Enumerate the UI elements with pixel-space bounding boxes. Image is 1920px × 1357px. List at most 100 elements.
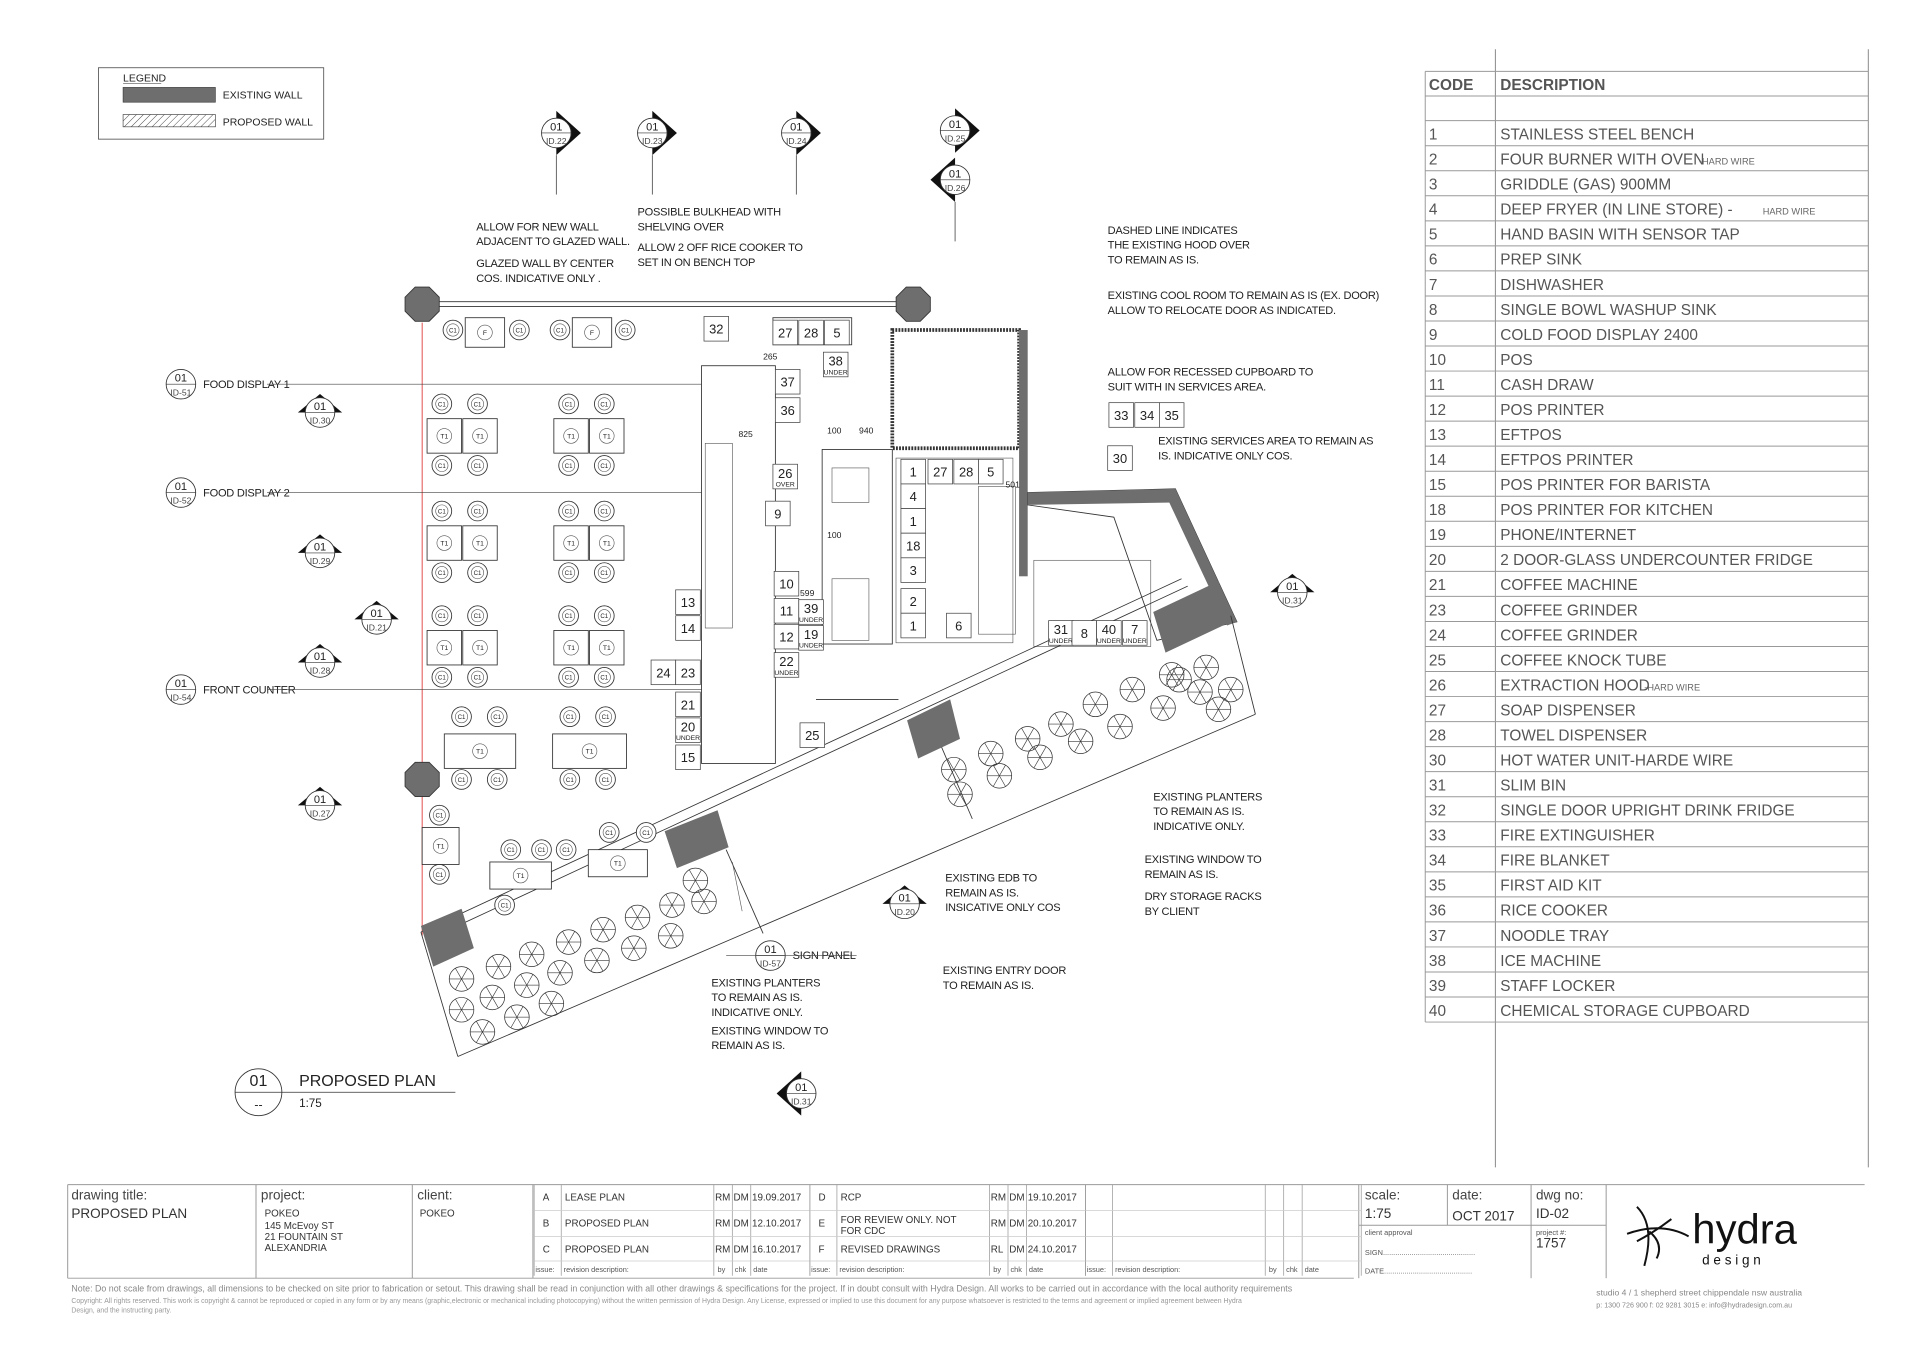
planter-plant: [479, 984, 505, 1011]
chair: C1: [486, 769, 508, 790]
chair: C1: [431, 605, 453, 626]
dimension-label: 599: [800, 588, 815, 598]
row-description: SLIM BIN: [1500, 778, 1566, 795]
planter-plant: [658, 923, 684, 949]
rev-desc: LEASE PLAN: [565, 1193, 625, 1204]
table: T1: [553, 418, 589, 454]
chair: C1: [467, 666, 488, 688]
annotation-line: REMAIN AS IS.: [711, 1040, 785, 1052]
annotation-line: TO REMAIN AS IS.: [943, 980, 1034, 992]
chair-label: C1: [458, 777, 466, 784]
equipment-tag-27: 27: [772, 319, 798, 346]
planter-plant: [538, 990, 565, 1017]
structural-column: [895, 286, 931, 322]
annotation-line: INDICATIVE ONLY.: [711, 1007, 802, 1019]
marker-ref: ID.28: [310, 666, 331, 676]
chair-label: C1: [600, 401, 608, 408]
project-line: ALEXANDRIA: [265, 1243, 328, 1254]
tag-code: 37: [781, 375, 795, 390]
chair: C1: [467, 393, 488, 415]
chair: C1: [549, 319, 571, 341]
row-code: 36: [1429, 903, 1446, 920]
marker-ref: ID.25: [945, 134, 966, 144]
row-code: 40: [1429, 1003, 1446, 1020]
planter-plant: [469, 1019, 496, 1045]
rev-header-chk: chk: [1286, 1265, 1298, 1274]
rev-issue: F: [818, 1244, 824, 1255]
title-block: drawing title: PROPOSED PLAN project: PO…: [67, 1184, 1865, 1315]
tag-code: 33: [1114, 408, 1128, 423]
planter-plant: [1067, 728, 1094, 754]
structural-column: [404, 286, 440, 322]
dimension-label: 265: [763, 352, 778, 362]
dimension-label: 100: [827, 530, 842, 540]
tag-sub: UNDER: [1123, 638, 1147, 645]
planter-plant: [986, 763, 1013, 789]
table-label: T1: [476, 749, 484, 756]
row-code: 35: [1429, 878, 1446, 895]
planter-plant: [1193, 654, 1219, 681]
marker-number: 01: [949, 119, 961, 131]
tag-code: 5: [833, 325, 840, 340]
table-label: T1: [603, 433, 611, 440]
marker-ref: ID-57: [760, 959, 781, 969]
date-line: DATE....................................…: [1365, 1266, 1472, 1275]
rev-header-by: by: [718, 1265, 726, 1274]
chair: C1: [595, 706, 616, 727]
tag-sub: UNDER: [676, 735, 700, 742]
row-code: 2: [1429, 152, 1438, 169]
annotation-line: EXISTING EDB TO: [945, 873, 1037, 885]
annotation-line: IS. INDICATIVE ONLY COS.: [1158, 450, 1292, 462]
drawing-title: PROPOSED PLAN: [71, 1206, 187, 1221]
planter-plant: [514, 972, 540, 998]
marker-number: 01: [175, 373, 187, 385]
tag-code: 22: [779, 654, 793, 669]
marker-number: 01: [898, 892, 910, 904]
rev-issue: E: [818, 1218, 825, 1229]
chair-label: C1: [600, 508, 608, 515]
table-label: T1: [586, 749, 594, 756]
marker-ref: ID.26: [945, 183, 966, 193]
rev-header-desc: revision description:: [564, 1265, 629, 1274]
annotation-line: TO REMAIN AS IS.: [711, 992, 802, 1004]
chair-label: C1: [642, 830, 650, 837]
row-description: SOAP DISPENSER: [1500, 702, 1636, 719]
chair: C1: [431, 562, 453, 583]
marker-ref: ID.31: [791, 1097, 812, 1107]
legend-proposed-wall: PROPOSED WALL: [223, 118, 313, 129]
row-description: SINGLE DOOR UPRIGHT DRINK FRIDGE: [1500, 803, 1794, 820]
marker-ref: ID.24: [786, 136, 807, 146]
scale-value: 1:75: [1365, 1206, 1391, 1221]
row-code: 10: [1429, 352, 1446, 369]
logo-text: hydra: [1692, 1206, 1797, 1253]
tag-code: 12: [779, 630, 793, 645]
rev-header-date: date: [1029, 1265, 1043, 1274]
dwg-no-value: ID-02: [1536, 1206, 1569, 1221]
rev-header-issue: issue:: [811, 1265, 830, 1274]
planter-plant: [659, 892, 685, 918]
annotation-line: ALLOW TO RELOCATE DOOR AS INDICATED.: [1108, 305, 1336, 317]
rev-header-date: date: [753, 1265, 767, 1274]
row-code: 30: [1429, 753, 1446, 770]
annotation-line: TO REMAIN AS IS.: [1153, 806, 1244, 818]
row-description: NOODLE TRAY: [1500, 928, 1609, 945]
tag-code: 8: [1081, 626, 1088, 641]
chair: C1: [595, 769, 616, 790]
rev-date: 19.10.2017: [1028, 1193, 1077, 1204]
marker-number: 01: [175, 678, 187, 690]
row-code: 5: [1429, 227, 1438, 244]
rev-header-by: by: [993, 1265, 1001, 1274]
chair-label: C1: [507, 847, 515, 854]
